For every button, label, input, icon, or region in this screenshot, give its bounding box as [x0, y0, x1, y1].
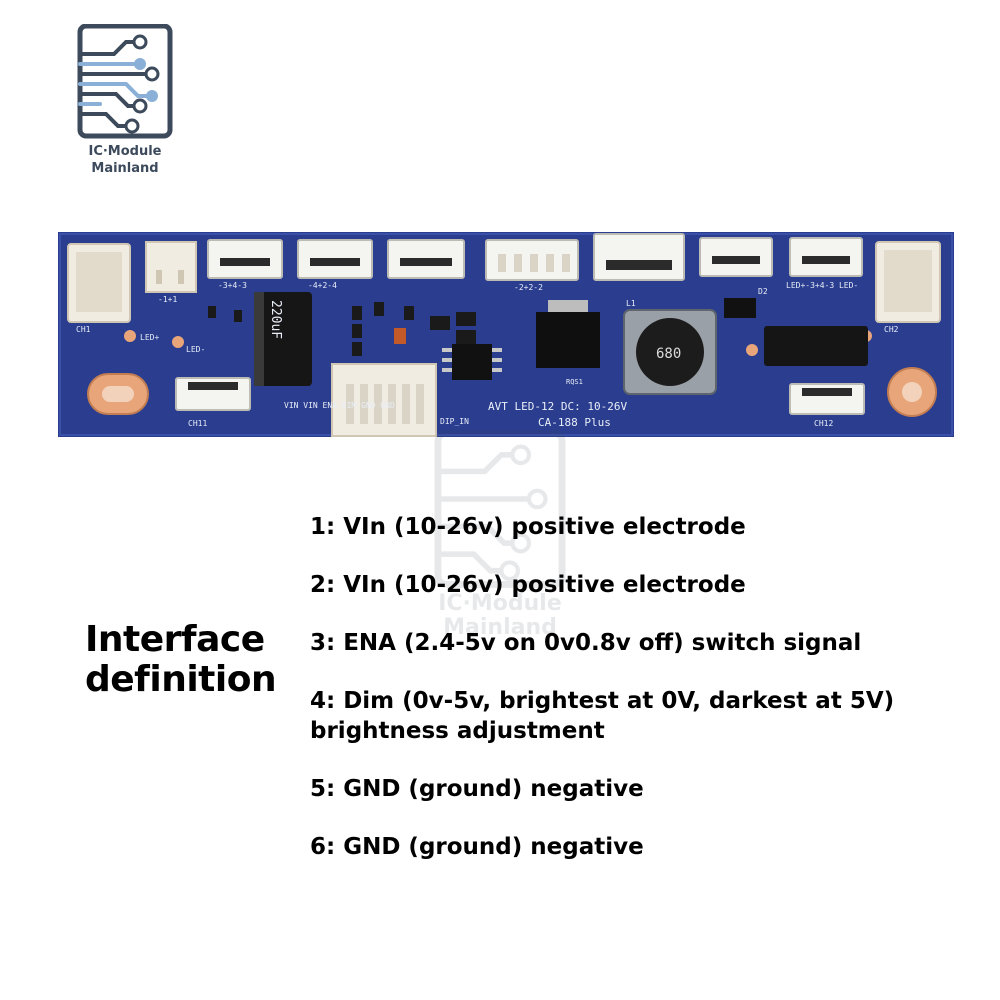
logo-line-2: Mainland	[91, 161, 159, 176]
label-inductor: 680	[656, 346, 681, 362]
label-model: AVT LED-12 DC: 10-26V	[488, 400, 627, 413]
label-ch12: CH12	[814, 419, 833, 428]
definition-item-6: 6: GND (ground) negative	[310, 834, 644, 860]
watermark-logo-icon	[434, 429, 566, 588]
definition-item-5: 5: GND (ground) negative	[310, 776, 644, 802]
label-c3: -2+2-2	[514, 283, 543, 292]
label-c4: -1+1	[158, 295, 177, 304]
watermark: IC·Module Mainland	[410, 429, 590, 640]
definition-item-4: 4: Dim (0v-5v, brightest at 0V, darkest …	[310, 688, 895, 744]
label-model2: CA-188 Plus	[538, 416, 611, 429]
label-ch11: CH11	[188, 419, 207, 428]
label-c5: LED+-3+4-3 LED-	[786, 281, 858, 290]
label-ch1: CH1	[76, 325, 91, 334]
label-l1: L1	[626, 299, 636, 308]
watermark-text: IC·Module Mainland	[410, 592, 590, 640]
definition-item-2: 2: VIn (10-26v) positive electrode	[310, 572, 746, 598]
heading-line-1: Interface	[85, 619, 265, 660]
pcb-board-graphic: CH1 CH2 CH11 CH12 LED+ LED- -3+4-3 -4+2-…	[58, 232, 954, 478]
label-pins: VIN VIN ENA DIM GND GND	[284, 401, 395, 410]
label-dip: DIP_IN	[440, 417, 469, 426]
logo-line-1: IC·Module	[88, 144, 162, 159]
label-led-minus: LED-	[186, 345, 205, 354]
label-cap-value: 220uF	[268, 300, 283, 339]
label-led-plus: LED+	[140, 333, 159, 342]
definition-item-1: 1: VIn (10-26v) positive electrode	[310, 514, 746, 540]
pcb-board: CH1 CH2 CH11 CH12 LED+ LED- -3+4-3 -4+2-…	[58, 232, 954, 478]
label-d2: D2	[758, 287, 768, 296]
section-heading: Interface definition	[85, 619, 277, 700]
definition-item-3: 3: ENA (2.4-5v on 0v0.8v off) switch sig…	[310, 630, 862, 656]
watermark-line-2: Mainland	[443, 615, 557, 640]
label-ch2: CH2	[884, 325, 899, 334]
brand-logo: IC·Module Mainland	[76, 24, 174, 184]
heading-line-2: definition	[85, 659, 277, 700]
watermark-line-1: IC·Module	[438, 591, 562, 616]
label-c2: -4+2-4	[308, 281, 337, 290]
label-mosfet: RQS1	[566, 378, 583, 386]
label-c1: -3+4-3	[218, 281, 247, 290]
circuit-logo-icon	[77, 24, 173, 139]
